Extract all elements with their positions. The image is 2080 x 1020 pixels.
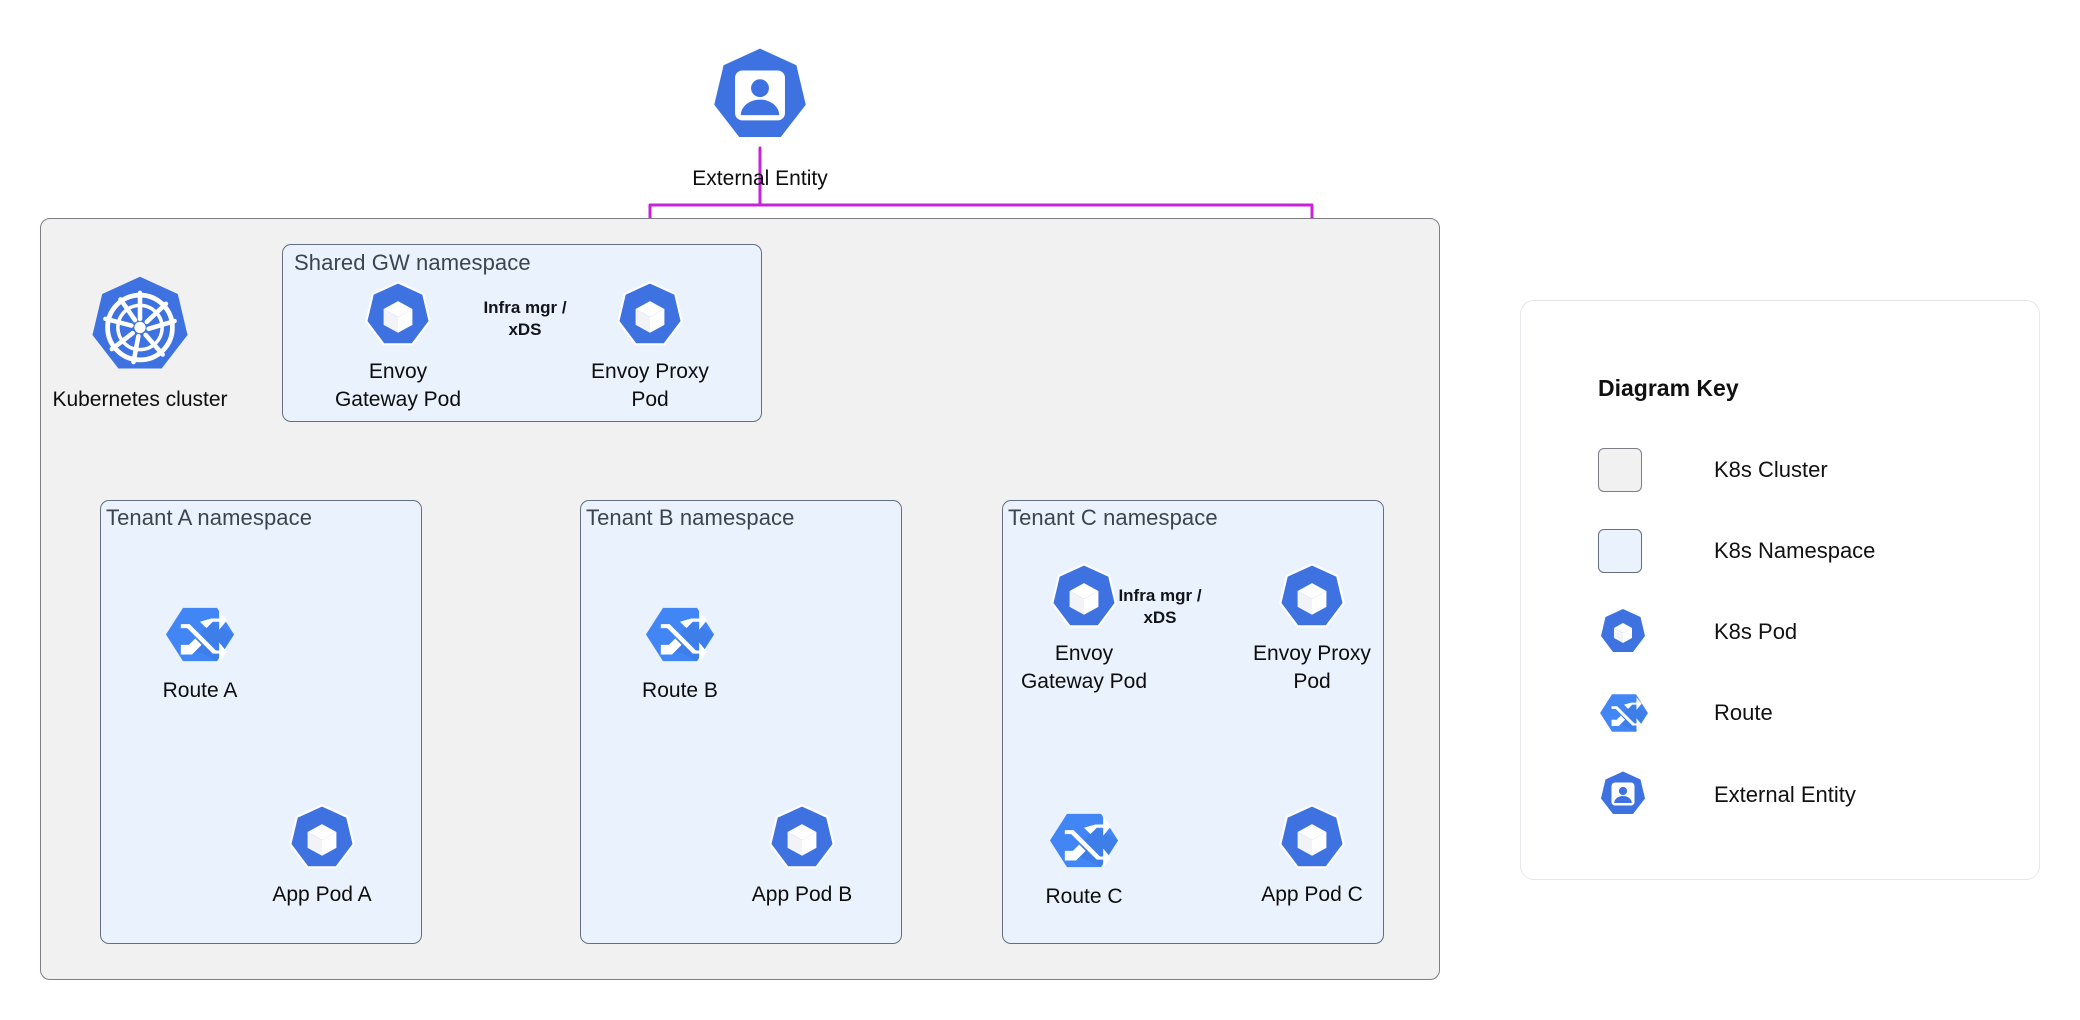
legend-item-external-entity[interactable]: External Entity: [1598, 770, 1998, 820]
legend-label-external-entity: External Entity: [1714, 782, 1856, 807]
k8s-pod-icon: [614, 280, 686, 357]
external-entity-icon-wrap: [1598, 770, 1656, 820]
k8s-pod-icon: [286, 803, 358, 880]
legend-label-k8s-pod: K8s Pod: [1714, 619, 1798, 644]
edge-label-tenantc-infra-xds: Infra mgr / xDS: [1118, 586, 1202, 627]
diagram-key-title: Diagram Key: [1598, 375, 1739, 401]
external-entity-icon: [1598, 770, 1648, 820]
node-label-app-pod-a: App Pod A: [272, 883, 372, 906]
k8s-pod-icon: [1276, 562, 1348, 639]
node-label-shared-proxy-pod: Envoy Proxy Pod: [591, 360, 709, 411]
route-icon-wrap: [1598, 687, 1656, 739]
pod-icon-wrap: [1598, 607, 1656, 657]
legend-label-route: Route: [1714, 700, 1773, 725]
route-icon: [1598, 687, 1650, 739]
namespace-box-tenant-b: [580, 500, 902, 944]
k8s-pod-icon: [1276, 803, 1348, 880]
namespace-label-tenant-b: Tenant B namespace: [586, 505, 795, 530]
node-label-app-pod-c: App Pod C: [1261, 883, 1363, 906]
legend-item-k8s-cluster[interactable]: K8s Cluster: [1598, 445, 1998, 495]
route-icon: [163, 598, 237, 677]
node-label-route-a: Route A: [162, 679, 238, 702]
namespace-box-tenant-a: [100, 500, 422, 944]
namespace-label-tenant-a: Tenant A namespace: [106, 505, 313, 530]
k8s-pod-icon: [1048, 562, 1120, 639]
node-label-shared-gateway-pod: Envoy Gateway Pod: [334, 360, 462, 411]
legend-item-k8s-pod[interactable]: K8s Pod: [1598, 607, 1998, 657]
node-label-tenantc-proxy-pod: Envoy Proxy Pod: [1253, 642, 1371, 693]
kubernetes-wheel-icon: [86, 274, 194, 387]
external-entity-label: External Entity: [692, 167, 828, 190]
edge-label-shared-infra-xds: Infra mgr / xDS: [483, 298, 567, 339]
namespace-box-shared-gw: [282, 244, 762, 422]
node-label-tenantc-gateway-pod: Envoy Gateway Pod: [1020, 642, 1148, 693]
node-label-route-c: Route C: [1045, 885, 1123, 908]
legend-label-k8s-namespace: K8s Namespace: [1714, 538, 1876, 563]
k8s-pod-icon: [766, 803, 838, 880]
legend-item-k8s-namespace[interactable]: K8s Namespace: [1598, 526, 1998, 576]
namespace-swatch: [1598, 529, 1642, 573]
kubernetes-cluster-label: Kubernetes cluster: [52, 388, 228, 411]
node-label-route-b: Route B: [642, 679, 718, 702]
cluster-swatch-wrap: [1598, 448, 1656, 492]
route-icon: [643, 598, 717, 677]
external-entity-icon: [708, 46, 812, 155]
k8s-pod-icon: [1598, 607, 1648, 657]
k8s-pod-icon: [362, 280, 434, 357]
namespace-swatch-wrap: [1598, 529, 1656, 573]
legend-label-k8s-cluster: K8s Cluster: [1714, 457, 1828, 482]
namespace-label-shared-gw: Shared GW namespace: [294, 250, 531, 275]
node-label-app-pod-b: App Pod B: [751, 883, 853, 906]
route-icon: [1047, 804, 1121, 883]
cluster-swatch: [1598, 448, 1642, 492]
legend-item-route[interactable]: Route: [1598, 688, 1998, 738]
namespace-label-tenant-c: Tenant C namespace: [1008, 505, 1218, 530]
